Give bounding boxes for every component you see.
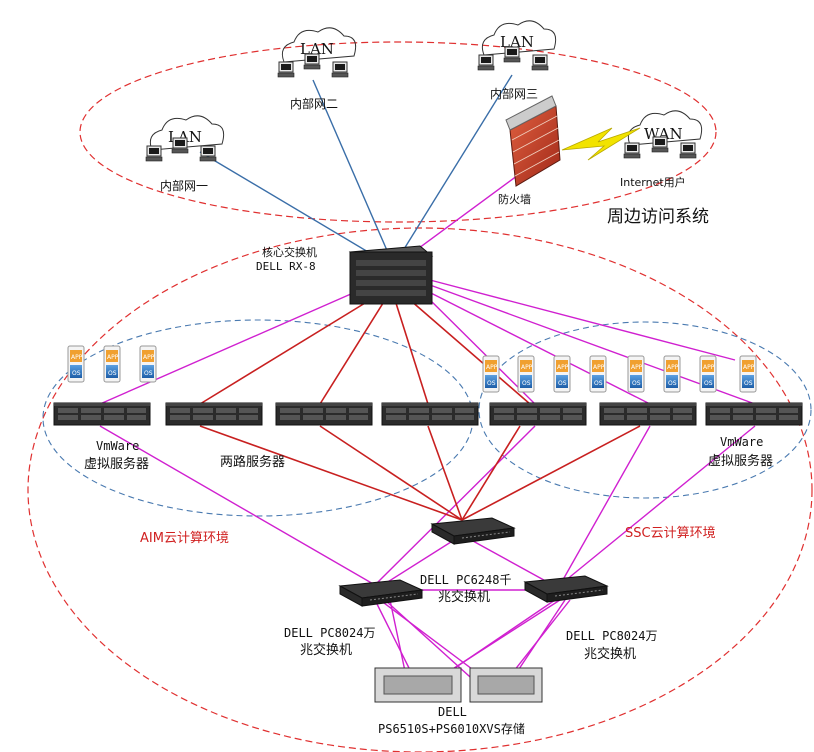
two-way-server-caption: 两路服务器 xyxy=(220,454,285,470)
core-switch-caption-line2: DELL RX-8 xyxy=(256,260,316,273)
10g-switch-left-icon xyxy=(339,579,423,607)
server-rack-icon xyxy=(275,402,373,426)
firewall-caption: 防火墙 xyxy=(498,192,531,206)
vm-badge-group-left: APP OS APP OS APP OS xyxy=(67,345,157,383)
pc-icon xyxy=(623,142,641,159)
svg-text:APP: APP xyxy=(667,364,679,371)
10g-right-caption-line2: 兆交换机 xyxy=(584,646,636,662)
svg-text:OS: OS xyxy=(632,380,641,387)
pc-icon xyxy=(145,145,163,162)
vm-right-caption-line1: VmWare xyxy=(720,435,763,449)
vm-badge: APP OS xyxy=(627,355,645,393)
10g-switch-right-icon xyxy=(524,575,608,603)
perimeter-zone-title: 周边访问系统 xyxy=(607,207,709,227)
core-switch-icon xyxy=(348,245,434,305)
core-magenta-links xyxy=(99,279,756,586)
storage-caption-line2: PS6510S+PS6010XVS存储 xyxy=(378,721,525,736)
svg-text:APP: APP xyxy=(143,354,155,361)
svg-text:APP: APP xyxy=(71,354,83,361)
svg-text:OS: OS xyxy=(668,380,677,387)
vm-right-caption-line2: 虚拟服务器 xyxy=(708,453,773,469)
10g-right-caption-line1: DELL PC8024万 xyxy=(566,629,657,643)
server-rack-icon xyxy=(381,402,479,426)
firewall-icon xyxy=(505,95,561,187)
lan-2-caption: 内部网二 xyxy=(290,96,338,111)
vm-badge: APP OS xyxy=(589,355,607,393)
datacenter-zone-boundary xyxy=(27,227,813,752)
perimeter-zone-boundary xyxy=(79,41,717,223)
core-switch-caption-line1: 核心交换机 xyxy=(262,245,317,259)
vm-badge: APP OS xyxy=(553,355,571,393)
svg-text:APP: APP xyxy=(107,354,119,361)
svg-text:OS: OS xyxy=(704,380,713,387)
pc-icon xyxy=(277,61,295,78)
server-rack-icon xyxy=(165,402,263,426)
vm-badge: APP OS xyxy=(482,355,500,393)
lan-cloud-2: LAN xyxy=(277,27,357,78)
vm-badge: APP OS xyxy=(739,355,757,393)
10g-left-caption-line2: 兆交换机 xyxy=(300,642,352,658)
vm-left-caption-line2: 虚拟服务器 xyxy=(84,456,149,472)
svg-text:OS: OS xyxy=(72,370,81,377)
10g-left-caption-line1: DELL PC8024万 xyxy=(284,626,375,640)
svg-text:OS: OS xyxy=(487,380,496,387)
svg-text:APP: APP xyxy=(703,364,715,371)
pc-icon xyxy=(679,142,697,159)
gigabit-switch-icon xyxy=(431,517,515,545)
lightning-icon xyxy=(561,127,641,161)
wan-cloud: WAN xyxy=(623,110,703,159)
vm-badge: APP OS xyxy=(663,355,681,393)
vm-badge: APP OS xyxy=(67,345,85,383)
storage-caption-line1: DELL xyxy=(438,705,467,719)
vm-left-caption-line1: VmWare xyxy=(96,439,139,453)
svg-text:APP: APP xyxy=(521,364,533,371)
wan-caption: Internet用户 xyxy=(620,175,686,189)
pc-icon xyxy=(503,46,521,63)
svg-text:OS: OS xyxy=(594,380,603,387)
vm-badge: APP OS xyxy=(699,355,717,393)
lan-cloud-3: LAN xyxy=(477,20,557,71)
core-red-links xyxy=(199,299,641,521)
svg-text:OS: OS xyxy=(522,380,531,387)
server-rack-icon xyxy=(53,402,151,426)
server-rack-icon xyxy=(599,402,697,426)
storage-array-icon xyxy=(374,667,543,703)
svg-text:APP: APP xyxy=(557,364,569,371)
ssc-zone-title: SSC云计算环境 xyxy=(625,526,716,541)
pc-icon xyxy=(331,61,349,78)
pc-icon xyxy=(651,136,669,153)
vm-badge: APP OS xyxy=(517,355,535,393)
pc-icon xyxy=(531,54,549,71)
vm-badge: APP OS xyxy=(139,345,157,383)
svg-text:OS: OS xyxy=(558,380,567,387)
svg-text:OS: OS xyxy=(744,380,753,387)
ssc-zone-boundary xyxy=(478,321,812,499)
gig-switch-caption-line1: DELL PC6248千 xyxy=(420,573,511,587)
svg-text:OS: OS xyxy=(108,370,117,377)
pc-icon xyxy=(477,54,495,71)
svg-text:APP: APP xyxy=(486,364,498,371)
svg-text:OS: OS xyxy=(144,370,153,377)
vm-badge-group-right: APP OS APP OS APP OS APP OS APP OS APP OS APP O… xyxy=(482,355,757,393)
lan-1-caption: 内部网一 xyxy=(160,178,208,193)
vm-badge: APP OS xyxy=(103,345,121,383)
svg-text:APP: APP xyxy=(631,364,643,371)
server-rack-icon xyxy=(489,402,587,426)
pc-icon xyxy=(303,53,321,70)
gig-switch-caption-line2: 兆交换机 xyxy=(438,589,490,605)
lan-links xyxy=(199,74,513,266)
svg-text:APP: APP xyxy=(593,364,605,371)
pc-icon xyxy=(199,145,217,162)
pc-icon xyxy=(171,137,189,154)
svg-text:APP: APP xyxy=(743,364,755,371)
lan-cloud-1: LAN xyxy=(145,115,225,162)
aim-zone-title: AIM云计算环境 xyxy=(140,531,229,546)
lan-3-caption: 内部网三 xyxy=(490,86,538,101)
server-rack-icon xyxy=(705,402,803,426)
